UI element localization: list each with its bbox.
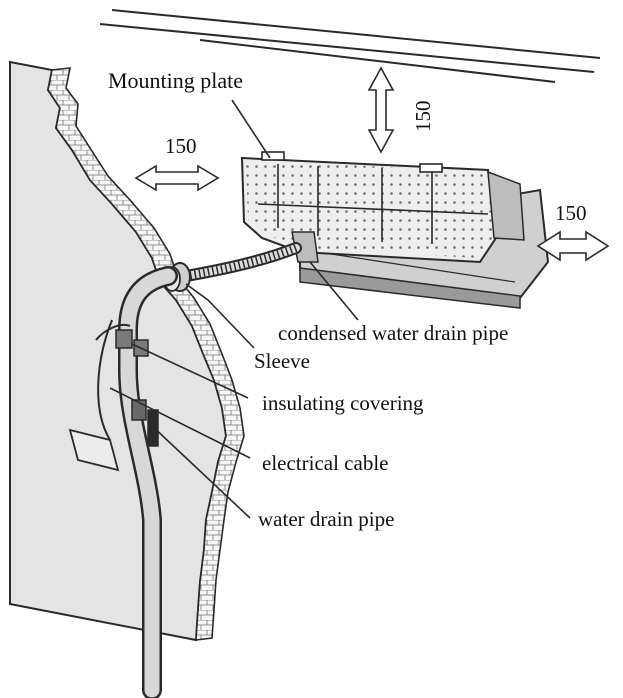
clearance-arrow-right [536, 230, 610, 262]
electrical-cable-label: electrical cable [262, 451, 388, 475]
clearance-left-label: 150 [165, 134, 197, 158]
ceiling-lines [99, 9, 601, 83]
sleeve-label: Sleeve [254, 349, 310, 373]
mounting-plate-label: Mounting plate [108, 68, 243, 93]
pipe-bundle [68, 266, 178, 698]
condensed-water-drain-pipe-label: condensed water drain pipe [278, 321, 508, 345]
connection-hose [180, 242, 302, 282]
clearance-right-label: 150 [555, 201, 587, 225]
clearance-arrow-top [367, 66, 395, 154]
insulating-covering-label: insulating covering [262, 391, 424, 415]
leader-lines [109, 99, 359, 519]
clearance-top-label: 150 [411, 101, 435, 133]
mounting-plate [240, 151, 525, 264]
water-drain-pipe-label: water drain pipe [258, 507, 394, 531]
clearance-arrow-left [134, 164, 220, 192]
